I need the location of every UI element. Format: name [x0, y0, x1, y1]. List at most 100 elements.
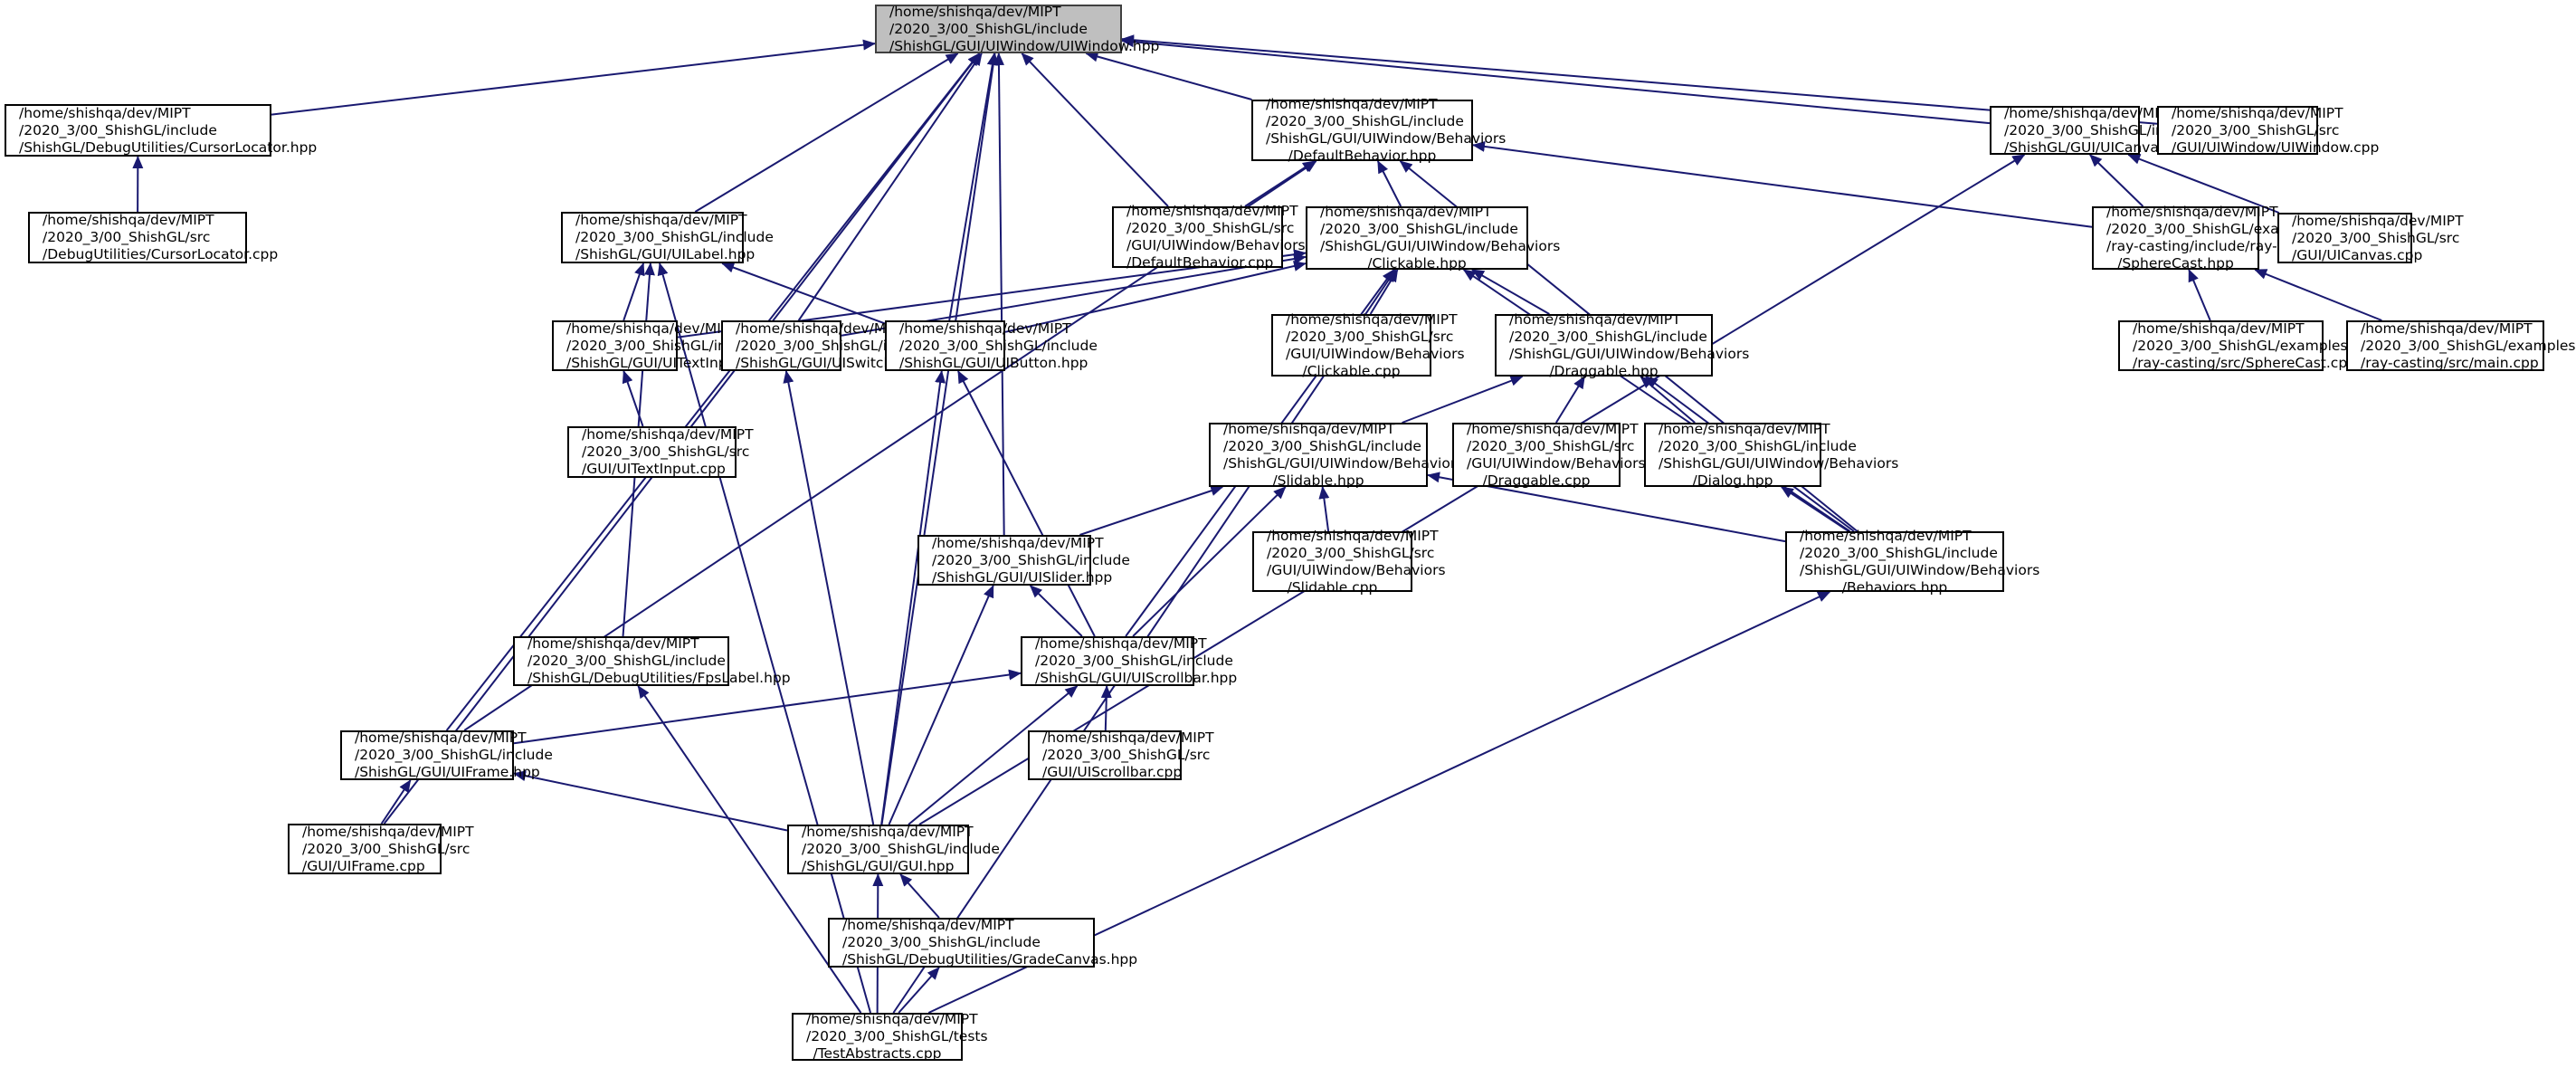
- graph-node-behaviors-hpp[interactable]: /home/shishqa/dev/MIPT/2020_3/00_ShishGL…: [1785, 528, 2039, 596]
- graph-node-cursorlocator-hpp[interactable]: /home/shishqa/dev/MIPT/2020_3/00_ShishGL…: [5, 104, 318, 157]
- node-label-line: /ShishGL/DebugUtilities/CursorLocator.hp…: [19, 138, 318, 156]
- graph-node-gui-hpp[interactable]: /home/shishqa/dev/MIPT/2020_3/00_ShishGL…: [787, 824, 1000, 874]
- edge-uislider-hpp-to-uiwindow-hpp: [993, 52, 1005, 536]
- node-label-line: /TestAbstracts.cpp: [813, 1045, 942, 1062]
- node-label-line: /home/shishqa/dev/MIPT: [528, 635, 699, 652]
- node-label-line: /DefaultBehavior.cpp: [1126, 254, 1274, 271]
- edge-gui-hpp-to-uiframe-hpp: [513, 770, 788, 832]
- node-label-line: /2020_3/00_ShishGL/src: [302, 840, 471, 857]
- graph-node-main-cpp[interactable]: /home/shishqa/dev/MIPT/2020_3/00_ShishGL…: [2346, 320, 2576, 371]
- node-label-line: /home/shishqa/dev/MIPT: [1509, 310, 1681, 328]
- node-label-line: /home/shishqa/dev/MIPT: [1223, 420, 1395, 437]
- node-label-line: /ShishGL/GUI/UIWindow/UIWindow.hpp: [889, 37, 1160, 54]
- node-label-line: /ShishGL/GUI/UIScrollbar.hpp: [1035, 670, 1238, 686]
- edge-uiframe-cpp-to-uiframe-hpp: [380, 779, 412, 825]
- edge-uiscrollbar-hpp-to-uislider-hpp: [1029, 585, 1083, 637]
- edge-spherecast-cpp-to-spherecast-hpp: [2188, 269, 2211, 321]
- node-label-line: /ShishGL/DebugUtilities/FpsLabel.hpp: [528, 670, 791, 686]
- graph-node-gradecanvas-hpp[interactable]: /home/shishqa/dev/MIPT/2020_3/00_ShishGL…: [828, 917, 1137, 968]
- node-label-line: /ShishGL/GUI/UITextInput.hpp: [566, 354, 773, 371]
- node-label-line: /ShishGL/GUI/UIFrame.hpp: [355, 764, 540, 780]
- node-label-line: /Clickable.cpp: [1302, 362, 1401, 379]
- node-label-line: /2020_3/00_ShishGL/src: [2292, 229, 2460, 246]
- edge-uiscrollbar-hpp-to-uibutton-hpp: [957, 370, 1096, 637]
- node-label-line: /2020_3/00_ShishGL/include: [1320, 221, 1518, 237]
- node-label-line: /home/shishqa/dev/MIPT: [2292, 212, 2464, 229]
- node-label-line: /ShishGL/GUI/UIWindow/Behaviors: [1266, 130, 1507, 147]
- graph-node-fpslabel-hpp[interactable]: /home/shishqa/dev/MIPT/2020_3/00_ShishGL…: [513, 635, 791, 686]
- node-label-line: /home/shishqa/dev/MIPT: [355, 729, 527, 746]
- edge-uibutton-hpp-to-uilabel-hpp: [721, 262, 886, 325]
- node-label-line: /home/shishqa/dev/MIPT: [566, 319, 738, 337]
- graph-node-uitextinput-cpp[interactable]: /home/shishqa/dev/MIPT/2020_3/00_ShishGL…: [567, 426, 754, 478]
- graph-node-uiscrollbar-cpp[interactable]: /home/shishqa/dev/MIPT/2020_3/00_ShishGL…: [1028, 729, 1214, 780]
- graph-node-uiwindow-cpp[interactable]: /home/shishqa/dev/MIPT/2020_3/00_ShishGL…: [2157, 105, 2379, 156]
- edge-testabstracts-cpp-to-uilabel-hpp: [657, 262, 872, 1014]
- graph-node-uilabel-hpp[interactable]: /home/shishqa/dev/MIPT/2020_3/00_ShishGL…: [561, 212, 774, 263]
- edge-uitextinput-cpp-to-uitextinput-hpp: [622, 370, 644, 427]
- edge-uitextinput-hpp-to-uilabel-hpp: [623, 262, 645, 321]
- node-label-line: /2020_3/00_ShishGL/src: [43, 229, 211, 245]
- node-label-line: /2020_3/00_ShishGL/include: [19, 121, 217, 138]
- node-label-line: /GUI/UICanvas.cpp: [2292, 246, 2423, 263]
- node-label-line: /ray-casting/include/ray-casting: [2106, 238, 2328, 254]
- edge-draggable-cpp-to-draggable-hpp: [1555, 376, 1586, 424]
- graph-node-clickable-hpp[interactable]: /home/shishqa/dev/MIPT/2020_3/00_ShishGL…: [1306, 204, 1561, 272]
- node-label-line: /Draggable.cpp: [1482, 472, 1591, 489]
- graph-node-defaultbehavior-hpp[interactable]: /home/shishqa/dev/MIPT/2020_3/00_ShishGL…: [1251, 96, 1507, 164]
- graph-node-uiframe-hpp[interactable]: /home/shishqa/dev/MIPT/2020_3/00_ShishGL…: [340, 729, 553, 780]
- edge-gui-hpp-to-uicanvas-hpp: [918, 154, 2026, 825]
- graph-node-uiscrollbar-hpp[interactable]: /home/shishqa/dev/MIPT/2020_3/00_ShishGL…: [1021, 635, 1238, 686]
- graph-node-spherecast-hpp[interactable]: /home/shishqa/dev/MIPT/2020_3/00_ShishGL…: [2092, 204, 2328, 272]
- node-label-line: /2020_3/00_ShishGL/examples: [2133, 337, 2348, 354]
- graph-node-draggable-cpp[interactable]: /home/shishqa/dev/MIPT/2020_3/00_ShishGL…: [1452, 421, 1646, 489]
- node-label-line: /home/shishqa/dev/MIPT: [1042, 729, 1214, 746]
- edge-behaviors-hpp-to-clickable-hpp: [1462, 269, 1851, 532]
- edge-main-cpp-to-spherecast-hpp: [2254, 269, 2382, 321]
- node-label-line: /ray-casting/src/SphereCast.cpp: [2133, 354, 2357, 371]
- graph-node-uiswitch-hpp[interactable]: /home/shishqa/dev/MIPT/2020_3/00_ShishGL…: [721, 320, 934, 371]
- node-label-line: /2020_3/00_ShishGL/include: [932, 551, 1130, 568]
- graph-node-clickable-cpp[interactable]: /home/shishqa/dev/MIPT/2020_3/00_ShishGL…: [1271, 310, 1465, 379]
- graph-node-uiframe-cpp[interactable]: /home/shishqa/dev/MIPT/2020_3/00_ShishGL…: [288, 824, 474, 874]
- node-label-line: /GUI/UIScrollbar.cpp: [1042, 764, 1183, 780]
- node-label-line: /home/shishqa/dev/MIPT: [899, 319, 1071, 337]
- graph-node-cursorlocator-cpp[interactable]: /home/shishqa/dev/MIPT/2020_3/00_ShishGL…: [28, 212, 279, 263]
- graph-node-uicanvas-cpp[interactable]: /home/shishqa/dev/MIPT/2020_3/00_ShishGL…: [2277, 212, 2464, 263]
- node-label-line: /2020_3/00_ShishGL/include: [1800, 544, 1998, 561]
- edge-gui-hpp-to-uislider-hpp: [888, 585, 994, 825]
- node-label-line: /2020_3/00_ShishGL/include: [355, 747, 553, 763]
- graph-node-uicanvas-hpp[interactable]: /home/shishqa/dev/MIPT/2020_3/00_ShishGL…: [1990, 105, 2202, 156]
- graph-node-slidable-hpp[interactable]: /home/shishqa/dev/MIPT/2020_3/00_ShishGL…: [1209, 420, 1463, 489]
- graph-node-spherecast-cpp[interactable]: /home/shishqa/dev/MIPT/2020_3/00_ShishGL…: [2118, 319, 2357, 371]
- edge-clickable-hpp-to-defaultbehavior-hpp: [1376, 160, 1402, 207]
- node-label-line: /home/shishqa/dev/MIPT: [1286, 310, 1458, 328]
- edge-slidable-hpp-to-draggable-hpp: [1402, 376, 1524, 424]
- node-label-line: /SphereCast.hpp: [2117, 255, 2234, 272]
- edge-behaviors-hpp-to-dialog-hpp: [1781, 486, 1849, 532]
- edge-gui-hpp-to-uiwindow-hpp: [880, 52, 999, 825]
- node-label-line: /home/shishqa/dev/MIPT: [2106, 204, 2278, 220]
- graph-node-uislider-hpp[interactable]: /home/shishqa/dev/MIPT/2020_3/00_ShishGL…: [917, 534, 1130, 586]
- node-label-line: /GUI/UIWindow/Behaviors: [1286, 345, 1465, 362]
- node-label-line: /home/shishqa/dev/MIPT: [2133, 319, 2305, 337]
- graph-node-uitextinput-hpp[interactable]: /home/shishqa/dev/MIPT/2020_3/00_ShishGL…: [552, 319, 773, 371]
- edge-gradecanvas-hpp-to-gui-hpp: [899, 873, 940, 919]
- node-label-line: /2020_3/00_ShishGL/src: [1467, 437, 1635, 454]
- graph-node-slidable-cpp[interactable]: /home/shishqa/dev/MIPT/2020_3/00_ShishGL…: [1252, 528, 1446, 596]
- node-label-line: /DebugUtilities/CursorLocator.cpp: [43, 246, 279, 262]
- edge-uiscrollbar-cpp-to-uiscrollbar-hpp: [1100, 685, 1112, 731]
- graph-node-dialog-hpp[interactable]: /home/shishqa/dev/MIPT/2020_3/00_ShishGL…: [1644, 421, 1898, 489]
- edge-uiframe-hpp-to-uiwindow-hpp: [445, 52, 981, 731]
- node-label-line: /2020_3/00_ShishGL/include: [2004, 121, 2202, 138]
- edge-uiswitch-hpp-to-uiwindow-hpp: [797, 52, 983, 321]
- graph-node-uibutton-hpp[interactable]: /home/shishqa/dev/MIPT/2020_3/00_ShishGL…: [885, 319, 1098, 371]
- edge-uilabel-hpp-to-uiwindow-hpp: [694, 52, 959, 213]
- graph-node-uiwindow-hpp[interactable]: /home/shishqa/dev/MIPT/2020_3/00_ShishGL…: [875, 4, 1160, 54]
- graph-node-testabstracts-cpp[interactable]: /home/shishqa/dev/MIPT/2020_3/00_ShishGL…: [792, 1011, 988, 1062]
- graph-node-defaultbehavior-cpp[interactable]: /home/shishqa/dev/MIPT/2020_3/00_ShishGL…: [1112, 203, 1306, 271]
- graph-node-draggable-hpp[interactable]: /home/shishqa/dev/MIPT/2020_3/00_ShishGL…: [1495, 310, 1749, 379]
- node-label-line: /ShishGL/GUI/UIWindow/Behaviors: [1320, 238, 1561, 254]
- node-label-line: /home/shishqa/dev/MIPT: [932, 534, 1104, 551]
- node-label-line: /ShishGL/GUI/UICanvas.hpp: [2004, 138, 2198, 156]
